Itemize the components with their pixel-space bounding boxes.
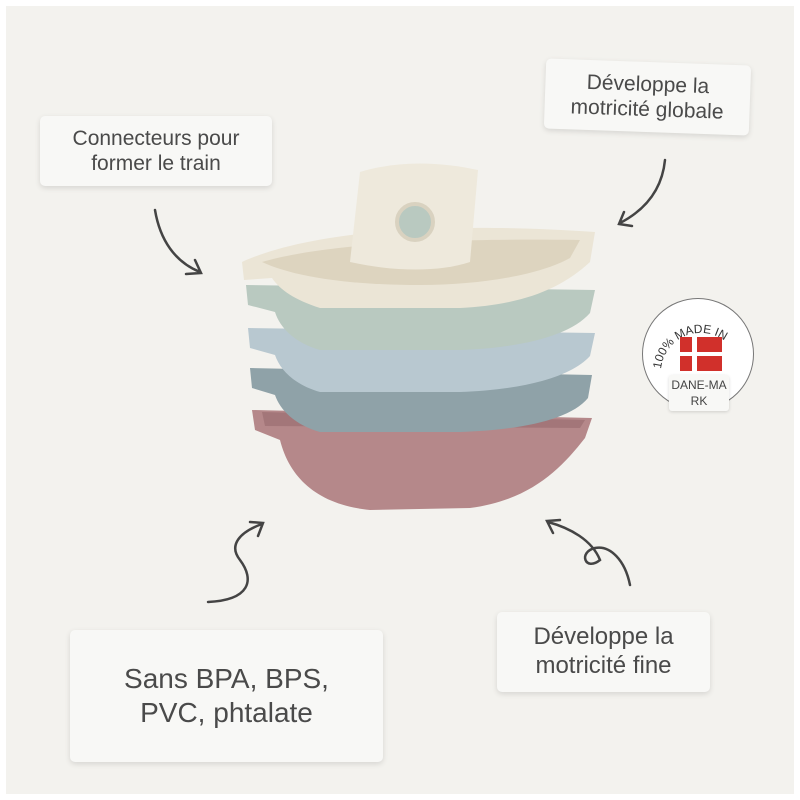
callout-fine-motor: Développe la motricité fine [497, 612, 710, 692]
badge-country: DANE-MARK [669, 375, 729, 411]
callout-gross-motor: Développe la motricité globale [543, 58, 752, 136]
made-in-denmark-badge: 100% MADE IN DANE-MARK [642, 298, 754, 411]
arrow-fine-motor [545, 518, 632, 587]
callout-connectors: Connecteurs pour former le train [40, 116, 272, 186]
arrow-connectors [153, 208, 203, 276]
arrow-gross-motor [617, 158, 667, 228]
boat-rose [252, 410, 592, 510]
callout-materials: Sans BPA, BPS, PVC, phtalate [70, 630, 383, 762]
danish-flag-icon [680, 337, 722, 371]
cabin-window [395, 202, 435, 242]
arrow-materials [206, 520, 265, 604]
